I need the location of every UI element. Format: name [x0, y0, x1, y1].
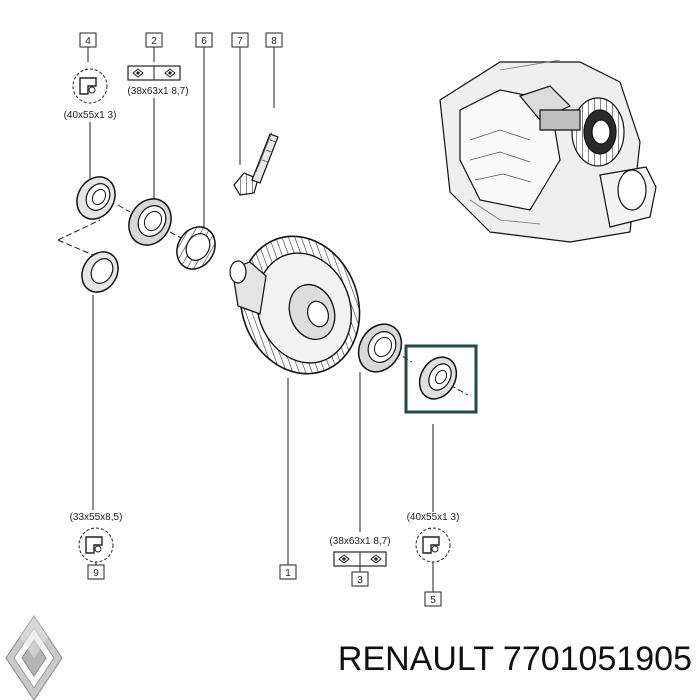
oil-seal-part	[76, 176, 116, 220]
seal-size-label: (33x55x8,5)	[70, 512, 123, 523]
highlighted-seal-box	[404, 344, 478, 414]
callout-number: 4	[85, 36, 91, 47]
renault-logo-icon	[5, 615, 63, 700]
gearbox-illustration	[439, 59, 657, 243]
callout-number: 6	[201, 36, 207, 47]
callout-6: 6	[195, 32, 213, 228]
seal-size-label: (40x55x1 3)	[64, 110, 117, 121]
seal-icon	[415, 527, 451, 563]
oil-seal-part-highlighted	[418, 356, 458, 400]
seal-icon	[72, 68, 108, 104]
differential-housing-part	[229, 235, 361, 375]
callout-number: 1	[285, 568, 291, 579]
tapered-bearing-part	[128, 198, 172, 246]
callout-number: 5	[430, 595, 436, 606]
callout-number: 2	[151, 36, 157, 47]
callout-number: 7	[237, 36, 243, 47]
speed-ring-part	[176, 226, 216, 270]
callout-4: 4	[79, 32, 97, 62]
callout-8: 8	[265, 32, 283, 108]
drive-shaft-part	[251, 131, 279, 184]
bearing-icon	[333, 551, 387, 567]
seal-size-label: (40x55x1 3)	[407, 512, 460, 523]
tapered-bearing-part	[357, 323, 403, 373]
callout-number: 3	[357, 575, 363, 586]
callout-number: 9	[93, 568, 99, 579]
bearing-size-label: (38x63x1 8,7)	[329, 536, 390, 547]
callout-9: 9	[87, 564, 105, 580]
part-number: 7701051905	[502, 640, 692, 678]
brand-name: RENAULT	[337, 640, 494, 678]
callout-number: 8	[271, 36, 277, 47]
part-caption: RENAULT 7701051905	[338, 640, 692, 679]
callout-3: 3	[351, 571, 369, 587]
bearing-size-label: (38x63x1 8,7)	[127, 86, 188, 97]
callout-5: 5	[424, 591, 442, 607]
callout-2: 2	[145, 32, 163, 62]
callout-7: 7	[231, 32, 249, 165]
bearing-icon	[127, 65, 181, 81]
oil-seal-part	[81, 251, 119, 293]
callout-1: 1	[279, 564, 297, 580]
seal-icon	[78, 527, 114, 563]
